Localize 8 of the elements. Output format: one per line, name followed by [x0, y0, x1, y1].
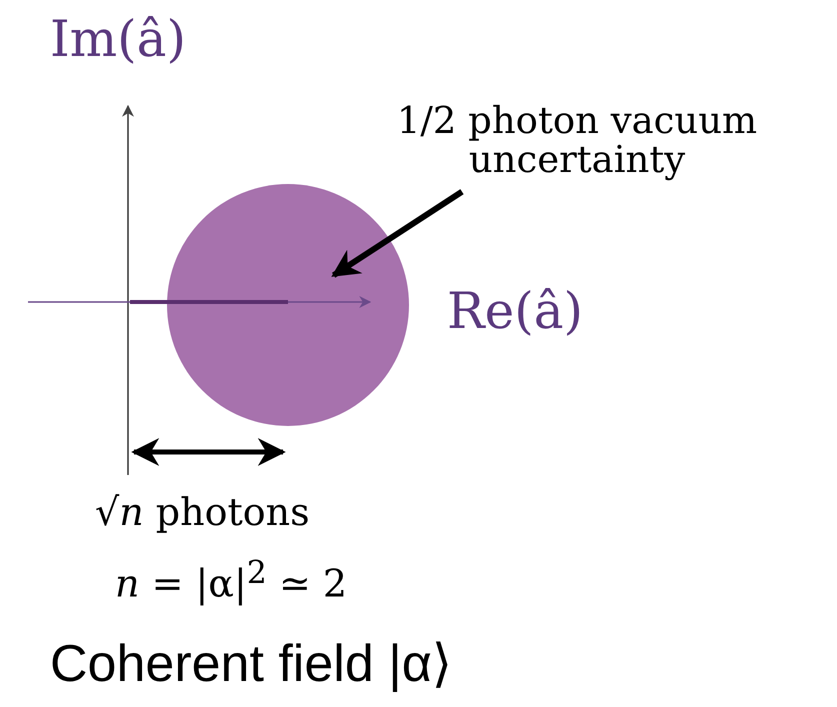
annotation-text: 1/2 photon vacuum uncertainty [347, 102, 807, 180]
uncertainty-disk [167, 184, 409, 426]
caption: Coherent field |α⟩ [50, 636, 452, 694]
axis-label: Im(â) [50, 12, 186, 67]
leader-arrow [331, 189, 464, 278]
equation-text: n = |α|$^{2}$ ≃ 2 [115, 556, 348, 606]
axis-label: Re(â) [447, 284, 584, 339]
dimension-label: √n photons [95, 492, 310, 534]
